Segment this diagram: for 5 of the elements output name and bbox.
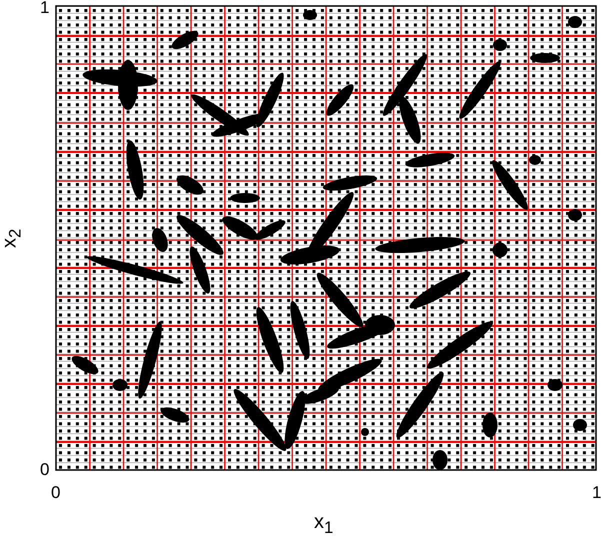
tick-label: 0 (40, 461, 50, 478)
axis-label: x$_{1}$ (314, 512, 334, 537)
tick-label: 0 (51, 484, 60, 501)
tick-label: 1 (592, 484, 601, 501)
tick-label: 1 (40, 0, 50, 16)
